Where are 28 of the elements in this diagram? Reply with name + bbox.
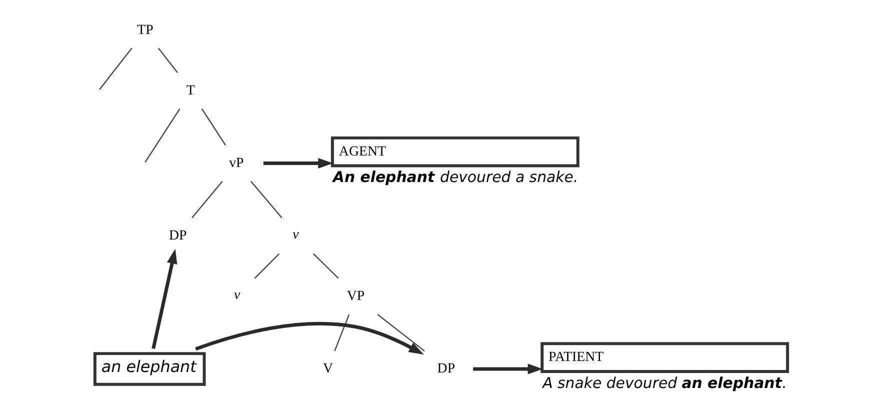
node-text: DP <box>168 228 187 244</box>
connector <box>158 48 178 73</box>
node-label: A snake devoured an elephant. <box>542 374 787 392</box>
connector <box>250 180 282 218</box>
node-text: v <box>234 288 240 304</box>
node-label: An elephant devoured a snake. <box>332 168 578 186</box>
arrow <box>152 248 178 350</box>
connector <box>144 108 180 162</box>
connector <box>313 253 339 279</box>
connector <box>201 108 226 146</box>
connector <box>192 180 223 218</box>
connector <box>377 314 425 352</box>
node-text: DP <box>437 362 456 377</box>
node-text: V <box>323 362 334 377</box>
node-box: AGENT <box>330 136 580 168</box>
connector <box>254 253 280 279</box>
node-text: TP <box>137 22 154 38</box>
node-text: VP <box>346 289 365 304</box>
arrow <box>263 158 334 168</box>
arrow <box>195 322 424 355</box>
connector <box>334 314 350 352</box>
node-text: v <box>292 227 299 242</box>
node-box: PATIENT <box>540 342 790 373</box>
connector <box>99 48 132 90</box>
node-text: vP <box>229 156 244 171</box>
arrow <box>473 364 543 374</box>
node-text: T <box>186 83 195 98</box>
node-box: an elephant <box>93 352 206 386</box>
